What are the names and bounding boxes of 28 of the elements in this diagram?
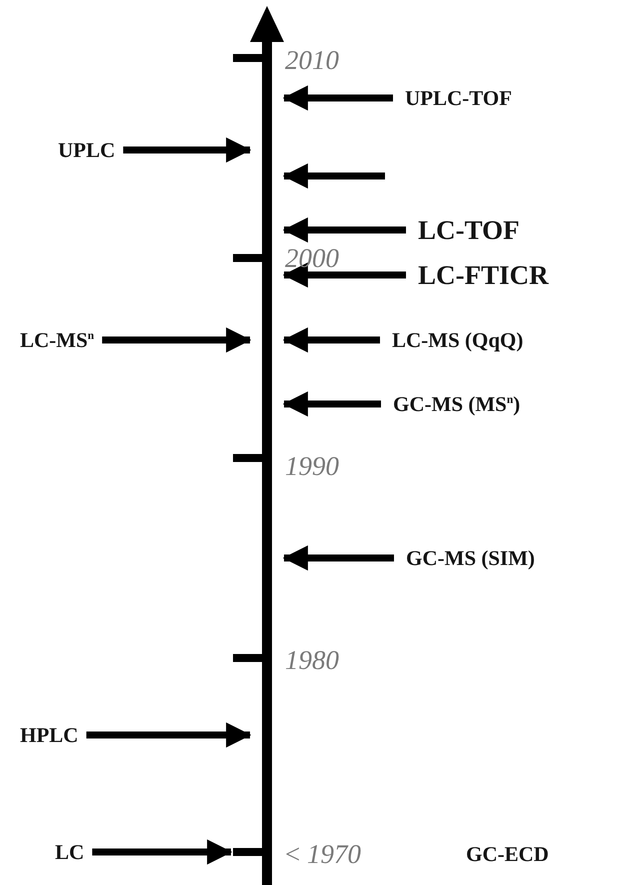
arrow (282, 217, 406, 243)
technique-label: UPLC (58, 140, 116, 160)
year-label: 1990 (285, 452, 339, 480)
timeline-axis (250, 6, 284, 885)
arrow (282, 163, 385, 189)
technique-label: GC-MS (MS$^{n}$) (393, 394, 520, 414)
arrow (123, 137, 252, 163)
technique-label: LC-MS$^{n}$ (20, 330, 94, 350)
arrow (92, 839, 232, 865)
technique-label: GC-MS (SIM) (406, 548, 535, 568)
year-label: < 1970 (285, 840, 361, 868)
technique-label: UPLC-TOF (405, 88, 512, 108)
arrow (102, 327, 252, 353)
arrow (282, 85, 393, 111)
technique-label: HPLC (20, 724, 78, 746)
arrow (282, 262, 406, 288)
technique-label: LC-TOF (418, 216, 520, 244)
arrow (282, 391, 381, 417)
technique-label: LC (55, 842, 84, 862)
year-label: 2000 (285, 244, 339, 272)
technique-label: LC-MS (QqQ) (392, 330, 524, 350)
arrow (282, 327, 380, 353)
arrow (86, 722, 252, 748)
technique-label: GC-ECD (466, 844, 549, 864)
arrow (282, 545, 394, 571)
technique-label: LC-FTICR (418, 262, 549, 288)
year-label: 1980 (285, 646, 339, 674)
year-label: 2010 (285, 46, 339, 74)
